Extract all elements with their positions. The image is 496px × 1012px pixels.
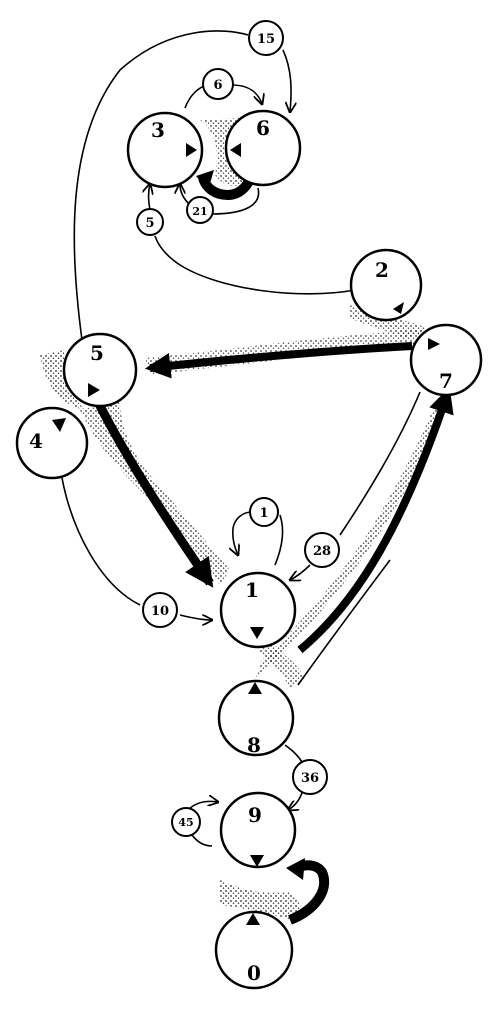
edge-w6-to-6: [231, 84, 262, 104]
edge-w21-to-3: [180, 184, 191, 206]
weight-28: 28: [304, 532, 340, 568]
node-1-marker-icon: [250, 627, 264, 639]
edge-w10-to-1: [179, 614, 212, 620]
node-1-label: 1: [245, 578, 259, 602]
weight-36: 36: [292, 759, 328, 795]
node-6: 6: [224, 109, 302, 187]
stipple-around-5: [40, 350, 85, 410]
node-8: 8: [217, 679, 295, 757]
svg-text:1: 1: [259, 506, 268, 521]
edge-2-to-w5: [154, 235, 356, 295]
node-2: 2: [349, 248, 423, 322]
edge-3-to-w6: [184, 85, 206, 109]
weight-21: 21: [186, 196, 214, 224]
node-4-label: 4: [29, 429, 43, 453]
node-8-label: 8: [247, 733, 261, 757]
node-0-label: 0: [247, 961, 261, 985]
edge-8-to-w36: [284, 744, 304, 765]
edge-6-loop-w21: [211, 187, 260, 215]
edge-1-self-w1: [233, 511, 253, 555]
edge-7-to-5-thick: [144, 342, 413, 379]
node-4: 4: [15, 406, 89, 480]
svg-text:15: 15: [257, 32, 275, 47]
stipple-below-1: [258, 640, 305, 688]
node-6-marker-icon: [230, 143, 241, 157]
weight-10: 10: [142, 592, 178, 628]
node-9: 9: [219, 791, 297, 869]
edge-5-to-1-thick: [93, 399, 214, 588]
edge-5-to-6-w15: [73, 30, 249, 341]
nodes: 3 6 2 5 7 4 1: [15, 109, 483, 990]
weight-6: 6: [202, 68, 234, 100]
edge-15-to-6: [282, 49, 291, 112]
node-8-marker-icon: [248, 682, 262, 694]
edge-w36-to-9: [288, 789, 304, 810]
node-3: 3: [126, 111, 204, 189]
arrowhead-6-to-3: [196, 170, 214, 190]
edge-w45-to-9: [191, 834, 213, 847]
node-2-marker-icon: [393, 302, 404, 314]
node-9-label: 9: [248, 803, 262, 827]
svg-text:36: 36: [301, 771, 319, 786]
svg-text:45: 45: [178, 816, 193, 829]
node-7: 7: [409, 323, 483, 397]
node-0: 0: [214, 910, 294, 990]
node-5-label: 5: [90, 341, 104, 365]
node-1: 1: [219, 571, 297, 649]
edge-4-to-w10: [61, 477, 141, 606]
node-2-label: 2: [375, 258, 389, 282]
weight-5: 5: [136, 208, 164, 236]
edge-1-to-7-thick: [297, 387, 454, 654]
edge-0-to-9-thick: [287, 860, 330, 925]
edge-w5-to-3: [149, 184, 151, 211]
node-0-marker-icon: [246, 913, 260, 925]
node-4-marker-icon: [52, 418, 66, 432]
node-9-marker-icon: [250, 855, 264, 867]
node-5: 5: [62, 332, 138, 408]
node-6-label: 6: [256, 116, 270, 140]
edge-w1-to-1: [274, 514, 284, 566]
svg-text:5: 5: [145, 216, 154, 231]
weight-45: 45: [171, 807, 201, 837]
stipple-9-0: [220, 880, 302, 922]
edge-w28-to-1: [290, 564, 311, 580]
svg-text:28: 28: [313, 544, 331, 559]
node-3-label: 3: [151, 118, 165, 142]
node-7-label: 7: [439, 369, 453, 393]
svg-text:21: 21: [192, 205, 207, 218]
node-3-marker-icon: [186, 143, 197, 157]
node-7-marker-icon: [428, 338, 440, 350]
edge-7-to-w28: [339, 391, 421, 536]
weight-1: 1: [249, 497, 279, 527]
svg-text:10: 10: [151, 604, 169, 619]
arrowhead-0-to-9: [286, 858, 305, 880]
thick-edges: [93, 168, 454, 925]
edge-8-curve: [297, 559, 391, 686]
weight-15: 15: [248, 20, 284, 56]
svg-text:6: 6: [213, 78, 222, 93]
node-5-marker-icon: [88, 383, 100, 397]
weights: 15 6 21 5 1 28 10 36: [136, 20, 340, 837]
